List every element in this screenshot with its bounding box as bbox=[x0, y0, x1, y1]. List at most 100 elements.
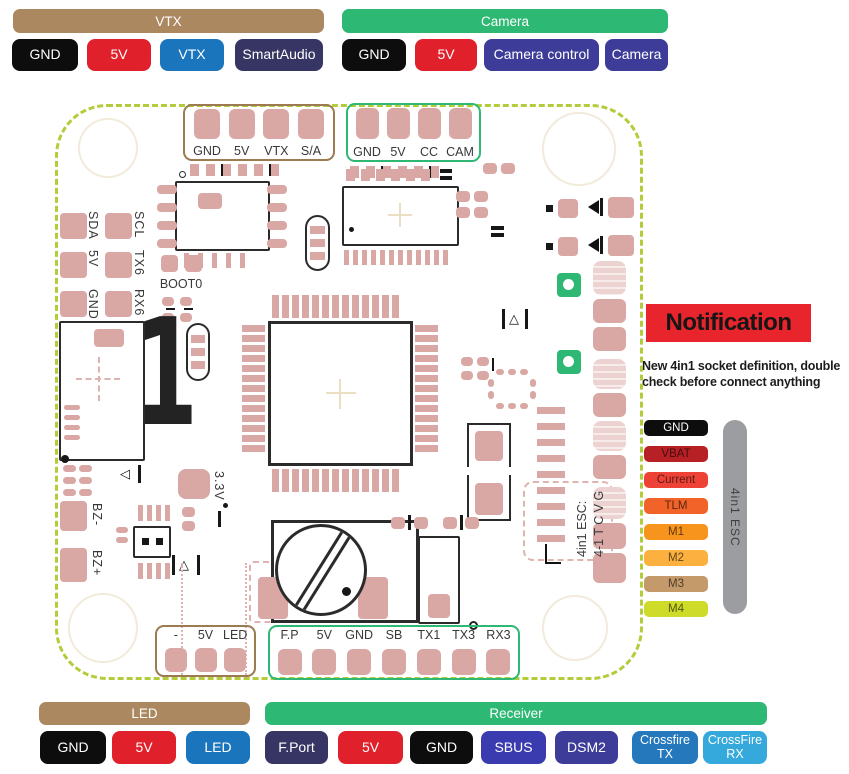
pad bbox=[461, 357, 473, 366]
dot bbox=[223, 503, 228, 508]
pad-row bbox=[344, 250, 448, 265]
rx-pin-sbus: SBUS bbox=[481, 731, 546, 764]
esc-pin-tlm: TLM bbox=[644, 498, 708, 514]
pcb-board: GND 5V VTX S/A GND 5V CC CAM bbox=[55, 103, 643, 680]
tick bbox=[269, 164, 271, 176]
pad bbox=[322, 295, 329, 318]
pad bbox=[483, 163, 497, 174]
vtx-header: VTX bbox=[13, 9, 324, 33]
diode-bar bbox=[600, 198, 603, 216]
pad-row bbox=[346, 169, 430, 181]
led-pin-gnd: GND bbox=[40, 731, 106, 764]
pad bbox=[421, 169, 430, 181]
pad bbox=[190, 164, 199, 176]
pad bbox=[352, 469, 359, 492]
component bbox=[467, 423, 511, 467]
pad bbox=[414, 517, 428, 529]
fiducial-cross bbox=[399, 203, 401, 227]
pad-row bbox=[190, 164, 279, 176]
esc-pin-m1: M1 bbox=[644, 524, 708, 540]
pin-label-rx6: RX6 bbox=[132, 289, 146, 317]
pad bbox=[415, 355, 438, 362]
vtx-pin-5v: 5V bbox=[87, 39, 151, 71]
diode-mark-icon: ◁ bbox=[120, 466, 130, 481]
mcu-pads-left bbox=[242, 325, 265, 452]
pad bbox=[270, 164, 279, 176]
pad bbox=[282, 469, 289, 492]
led-dot bbox=[563, 356, 574, 367]
esc-legend-bar: 4in1 ESC bbox=[723, 420, 747, 614]
pad bbox=[465, 517, 479, 529]
label-3v3: 3.3V bbox=[212, 471, 226, 501]
pad bbox=[180, 297, 192, 306]
pad bbox=[105, 291, 132, 317]
pad bbox=[537, 503, 565, 510]
vtx-pin-vtx: VTX bbox=[160, 39, 224, 71]
pad bbox=[530, 391, 536, 399]
fiducial-cross bbox=[339, 379, 341, 409]
pad bbox=[415, 325, 438, 332]
pad bbox=[537, 471, 565, 478]
pad bbox=[198, 253, 203, 268]
pad-row bbox=[138, 505, 170, 521]
esc-pad bbox=[593, 299, 626, 323]
pad bbox=[63, 477, 76, 484]
esc-pin-m3: M3 bbox=[644, 576, 708, 592]
pad bbox=[415, 425, 438, 432]
component-outline bbox=[523, 481, 613, 561]
pad bbox=[382, 295, 389, 318]
pad bbox=[228, 109, 255, 139]
pad bbox=[156, 563, 161, 579]
silkscreen-line bbox=[245, 563, 247, 675]
camera-pin-5v: 5V bbox=[415, 39, 477, 71]
pad bbox=[182, 507, 195, 517]
pad bbox=[382, 469, 389, 492]
pad bbox=[64, 425, 80, 430]
diode-bar bbox=[600, 236, 603, 254]
pad bbox=[415, 445, 438, 452]
pad bbox=[415, 405, 438, 412]
pad bbox=[415, 395, 438, 402]
pad bbox=[147, 505, 152, 521]
pad bbox=[372, 469, 379, 492]
pad bbox=[389, 250, 394, 265]
pad bbox=[608, 197, 634, 218]
camera-pin-control: Camera control bbox=[484, 39, 599, 71]
pad bbox=[477, 371, 489, 380]
pad bbox=[242, 355, 265, 362]
pad bbox=[443, 517, 457, 529]
silkscreen-corner bbox=[545, 544, 561, 564]
pad bbox=[376, 169, 385, 181]
pad bbox=[355, 108, 379, 139]
pad bbox=[537, 407, 565, 414]
camera-pin-camera: Camera bbox=[605, 39, 668, 71]
led-pad bbox=[557, 350, 581, 374]
pad bbox=[392, 469, 399, 492]
pad bbox=[520, 369, 528, 375]
pad bbox=[391, 517, 405, 529]
boot0-label: BOOT0 bbox=[159, 277, 203, 291]
tick bbox=[492, 358, 494, 371]
receiver-connector-labels: F.P 5V GND SB TX1 TX3 RX3 bbox=[272, 628, 516, 642]
pad bbox=[537, 423, 565, 430]
pad bbox=[443, 250, 448, 265]
pad bbox=[380, 250, 385, 265]
ic bbox=[342, 186, 459, 246]
pad bbox=[415, 335, 438, 342]
pad-dark bbox=[142, 538, 149, 545]
pin-label: 5V bbox=[390, 145, 406, 159]
pad bbox=[428, 594, 450, 618]
pad bbox=[60, 213, 87, 239]
pad bbox=[267, 203, 287, 212]
pad bbox=[508, 403, 516, 409]
pin1-marker bbox=[179, 171, 186, 178]
pad bbox=[475, 483, 503, 515]
pad bbox=[488, 379, 494, 387]
pin-label: VTX bbox=[264, 144, 289, 158]
pad bbox=[456, 207, 470, 218]
pin-label: 5V bbox=[197, 628, 214, 642]
pad bbox=[147, 563, 152, 579]
diode-icon bbox=[588, 238, 599, 252]
pad bbox=[282, 295, 289, 318]
